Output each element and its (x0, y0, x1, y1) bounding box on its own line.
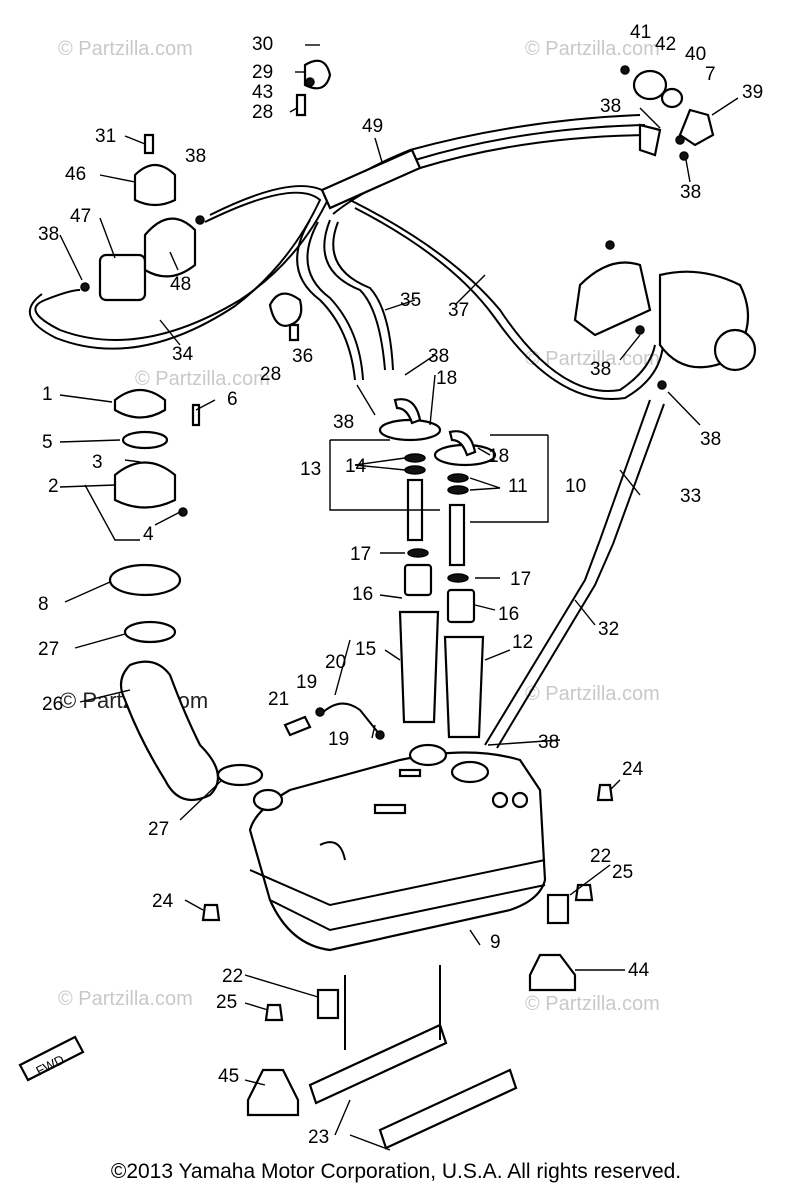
callout-1: 1 (42, 384, 53, 405)
callout-24: 24 (622, 759, 644, 780)
callout-38: 38 (185, 146, 206, 167)
callout-33: 33 (680, 486, 701, 507)
callout-27: 27 (38, 639, 59, 660)
callout-21: 21 (268, 689, 289, 710)
pickup-assembly (378, 398, 497, 739)
callout-47: 47 (70, 206, 91, 227)
callout-42: 42 (655, 34, 676, 55)
callout-12: 12 (512, 632, 533, 653)
filler-cap-group (113, 388, 201, 517)
callout-38: 38 (590, 359, 611, 380)
callout-16: 16 (498, 604, 519, 625)
callout-2: 2 (48, 476, 59, 497)
callout-46: 46 (65, 164, 86, 185)
watermark-text: © Partzilla.com (58, 38, 193, 60)
vent-hose-32-33 (484, 399, 665, 749)
callout-40: 40 (685, 44, 706, 65)
callout-49: 49 (362, 116, 383, 137)
callout-4: 4 (143, 524, 154, 545)
forward-arrow-icon: FWD (18, 1035, 85, 1082)
callout-15: 15 (355, 639, 376, 660)
leader-lines (59, 71, 739, 1151)
copyright-notice: ©2013 Yamaha Motor Corporation, U.S.A. A… (110, 1160, 682, 1183)
callout-25: 25 (612, 862, 633, 883)
check-valve-group (283, 702, 385, 740)
callout-11: 11 (508, 476, 528, 497)
callout-41: 41 (630, 22, 651, 43)
callout-13: 13 (300, 459, 321, 480)
callout-9: 9 (490, 932, 501, 953)
callout-28: 28 (260, 364, 281, 385)
callout-39: 39 (742, 82, 763, 103)
watermark-text: © Partzilla.com (525, 993, 660, 1015)
callout-23: 23 (308, 1127, 329, 1148)
callout-28: 28 (252, 102, 273, 123)
callout-22: 22 (222, 966, 243, 987)
callout-10: 10 (565, 476, 586, 497)
callout-19: 19 (296, 672, 317, 693)
callout-38: 38 (333, 412, 354, 433)
callout-5: 5 (42, 432, 53, 453)
callout-18: 18 (436, 368, 457, 389)
filler-hose-group (108, 563, 264, 802)
callout-20: 20 (325, 652, 346, 673)
hose-bundle-49 (320, 114, 651, 215)
callout-38: 38 (38, 224, 59, 245)
watermark-text: © Partzilla.com (525, 683, 660, 705)
tank-mounts (201, 783, 614, 1150)
watermark-text: © Partzilla.com (58, 988, 193, 1010)
callout-27: 27 (148, 819, 169, 840)
callout-29: 29 (252, 62, 273, 83)
callout-22: 22 (590, 846, 611, 867)
callout-35: 35 (400, 290, 421, 311)
carburetor (573, 240, 757, 390)
callout-38: 38 (700, 429, 721, 450)
watermark-text: © Partzilla.com (525, 38, 660, 60)
callout-30: 30 (252, 34, 273, 55)
callout-17: 17 (510, 569, 531, 590)
callout-16: 16 (352, 584, 373, 605)
callout-45: 45 (218, 1066, 239, 1087)
callout-38: 38 (600, 96, 621, 117)
callout-6: 6 (227, 389, 238, 410)
hoses-35-36-37 (296, 199, 664, 400)
callout-43: 43 (252, 82, 273, 103)
callout-24: 24 (152, 891, 174, 912)
callout-19: 19 (328, 729, 349, 750)
clamp-assembly-top (295, 44, 332, 117)
fuel-cock-top-right (620, 65, 715, 161)
callout-38: 38 (428, 346, 449, 367)
callout-14: 14 (345, 456, 367, 477)
callout-34: 34 (172, 344, 194, 365)
callout-48: 48 (170, 274, 191, 295)
fuel-hose-34 (28, 185, 332, 350)
callout-17: 17 (350, 544, 371, 565)
callout-44: 44 (628, 960, 650, 981)
callout-3: 3 (92, 452, 103, 473)
watermark-text: © Partzilla.com (135, 368, 270, 390)
callout-26: 26 (42, 694, 63, 715)
callout-38: 38 (680, 182, 701, 203)
callout-8: 8 (38, 594, 49, 615)
callout-37: 37 (448, 300, 469, 321)
callout-32: 32 (598, 619, 619, 640)
fuel-filter-left (80, 133, 205, 302)
callout-31: 31 (95, 126, 116, 147)
hose-clip-28 (268, 292, 303, 342)
callout-38: 38 (538, 732, 559, 753)
fuel-tank (248, 743, 547, 952)
callout-18: 18 (488, 446, 509, 467)
callout-labels: 30 29 43 28 41 42 40 7 39 38 38 31 46 38… (38, 22, 763, 1148)
callout-36: 36 (292, 346, 313, 367)
callout-25: 25 (216, 992, 237, 1013)
callout-7: 7 (705, 64, 716, 85)
